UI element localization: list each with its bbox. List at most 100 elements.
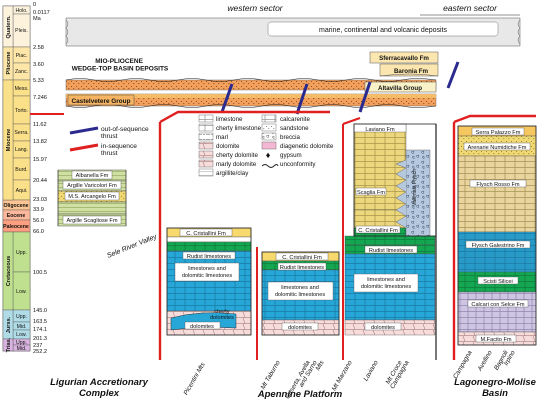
arenarie-numidiche-label: Arenarie Numidiche Fm [468, 145, 527, 151]
laviano-cristallini: C. Cristallini Fm [358, 228, 398, 234]
legend-item-label: breccia [280, 134, 301, 141]
era-label: Miocene [6, 129, 12, 151]
legend-item-label: cherty limestone [216, 125, 262, 132]
era-label: Pliocene [6, 51, 12, 74]
age-label: 174.1 [33, 327, 47, 333]
legend-item-label: argillite/clay [216, 170, 249, 177]
age-label: 15.97 [33, 157, 47, 163]
legend-item-label: marly dolomite [216, 161, 257, 168]
marzano-dolomites: dolomites [371, 325, 395, 331]
serra-palazzo-label: Serra Palazzo Fm [476, 130, 521, 136]
ligurian-column: Albanella Fm Argille Varicolori Fm M.S. … [57, 169, 158, 260]
stage-label: Upp. [16, 340, 27, 346]
era-label: Trias. [6, 337, 12, 352]
thrust-arrows-top [220, 61, 460, 115]
age-label: 66.0 [33, 229, 44, 235]
section-name: Laviano [362, 359, 379, 382]
age-label: 33.9 [33, 207, 44, 213]
era-label: Eocene [7, 213, 26, 219]
lagonegro-column: Serra Palazzo Fm Arenarie Numidiche Fm F… [457, 125, 537, 346]
calcari-selce-label: Calcari con Selce Fm [471, 302, 524, 308]
age-label: 3.60 [33, 62, 44, 68]
taburno-dolomites: dolomites [288, 325, 312, 331]
taburno-rudist: Rudist limestones [280, 265, 324, 271]
stage-label: Pleis. [15, 28, 28, 34]
age-label: 56.0 [33, 218, 44, 224]
stage-label: Piac. [16, 53, 28, 59]
legend-item-label: unconformity [280, 161, 316, 168]
albanella-label: Albanella Fm [76, 173, 109, 179]
legend-item-label: marl [216, 134, 228, 141]
western-sector-label: western sector [227, 3, 283, 13]
legend-item-label: limestone [216, 116, 243, 123]
stage-label: Aqui. [16, 188, 28, 194]
age-label: 0 [33, 2, 36, 8]
picentini-dolomites: dolomites [190, 324, 214, 330]
age-label: 237 [33, 343, 42, 349]
baronia-label: Baronia Fm [394, 68, 429, 75]
castelvetere-label: Castelvetere Group [72, 98, 131, 105]
stage-label: Mess. [15, 86, 29, 92]
stage-label: Lang. [15, 147, 28, 153]
taburno-cristallini: C. Cristallini Fm [282, 255, 322, 261]
age-label: Ma [33, 16, 42, 22]
section-name: Mt Taburno [260, 359, 282, 391]
wedge-top-label: MIO-PLIOCENE WEDGE-TOP BASIN DEPOSITS [72, 58, 169, 73]
chrono-column [2, 5, 31, 352]
legend-item-label: cherty dolomite [216, 152, 259, 159]
picentini-cristallini: C. Cristallini Fm [186, 231, 226, 237]
section-name: Picentini Mts [183, 361, 208, 397]
sele-valley-label: Sele River Valley [106, 233, 158, 260]
argille-scagliose-label: Argille Scagliose Fm [67, 218, 118, 224]
legend-item-label: sandstone [280, 125, 309, 132]
stage-label: Burd. [15, 167, 27, 173]
scaglia-label: Scaglia Fm [357, 190, 385, 196]
age-label: 7.246 [33, 95, 47, 101]
age-label: 252.2 [33, 349, 47, 355]
flysch-rosso-label: Flysch Rosso Fm [476, 182, 520, 188]
stage-label: Low. [16, 332, 27, 338]
section-name: Campagna [452, 349, 474, 380]
scisti-silicei-label: Scisti Silicei [483, 279, 513, 285]
age-label: 11.62 [33, 122, 47, 128]
vallimala-label: Vallimala Flysch [412, 169, 418, 206]
argille-varicolori-label: Argille Varicolori Fm [67, 183, 117, 189]
stage-label: Holo. [15, 8, 27, 14]
stage-label: Torto. [15, 108, 28, 114]
stage-label: Upp. [16, 314, 27, 320]
era-labels: Quatern.PlioceneMioceneOligoceneEocenePa… [3, 15, 29, 352]
section-name: Mt Marzano [331, 359, 354, 392]
stage-label: Serra. [14, 130, 28, 136]
flysch-galestrino-label: Flysch Galestrino Fm [472, 243, 525, 249]
laviano-stack: Laviano Fm Scaglia Fm C. Cristallini Fm … [353, 123, 437, 237]
age-label: 0.0117 [33, 10, 50, 16]
age-labels: 00.0117Ma2.583.605.337.24611.6213.8215.9… [33, 2, 50, 355]
age-label: 163.5 [33, 319, 47, 325]
svg-text:♦: ♦ [266, 150, 271, 160]
marine-deposits-box [267, 21, 499, 37]
apennine-col-taburno: C. Cristallini Fm Rudist limestones lime… [261, 251, 340, 336]
stage-label: Low. [16, 289, 27, 295]
stage-label: Mid. [17, 324, 27, 330]
m-facito-label: M.Facito Fm [480, 337, 511, 343]
marine-deposits-label: marine, continental and volcanic deposit… [319, 27, 448, 34]
age-label: 13.82 [33, 139, 47, 145]
age-label: 100.5 [33, 270, 47, 276]
era-label: Cretaceous [6, 256, 12, 286]
stage-labels: Holo.Pleis.Piac.Zanc.Mess.Torto.Serra.La… [14, 8, 28, 352]
legend-item-label: calcarenite [280, 116, 310, 123]
in-sequence-thrusts [30, 110, 536, 360]
era-label: Quatern. [6, 15, 12, 38]
